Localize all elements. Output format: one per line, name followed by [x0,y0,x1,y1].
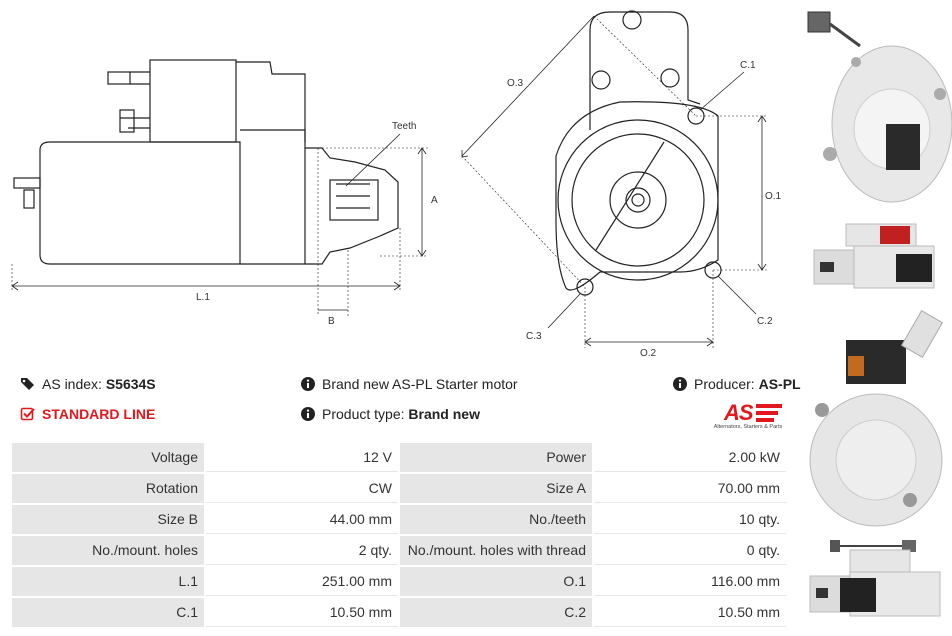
description: Brand new AS-PL Starter motor [300,376,518,392]
motor-body [39,141,241,265]
description-text: Brand new AS-PL Starter motor [322,376,518,392]
technical-drawing: Teeth A L.1 B [0,0,800,360]
table-row: Rotation CW Size A 70.00 mm [12,474,786,503]
logo-tagline: Alternators, Starters & Parts [713,424,783,430]
spec-label: No./mount. holes with thread [400,536,592,565]
spec-value: 0 qty. [594,536,786,565]
teeth-label: Teeth [392,121,416,132]
side-view [11,59,428,316]
starter-diagram-svg: Teeth A L.1 B [11,10,782,359]
product-photos [800,0,952,636]
o3-label: O.3 [507,78,524,89]
spec-value: 251.00 mm [206,567,398,596]
spec-label: C.2 [400,598,592,627]
spec-value: 70.00 mm [594,474,786,503]
product-type-value: Brand new [408,406,480,422]
spec-value: 2 qty. [206,536,398,565]
info-icon [301,407,315,421]
table-row: Size B 44.00 mm No./teeth 10 qty. [12,505,786,534]
o2-label: O.2 [640,348,657,359]
table-row: No./mount. holes 2 qty. No./mount. holes… [12,536,786,565]
product-photo-3[interactable] [800,310,952,530]
spec-label: L.1 [12,567,204,596]
spec-value: 10 qty. [594,505,786,534]
producer-label: Producer: [694,376,755,392]
producer-value: AS-PL [758,376,801,392]
spec-value: 2.00 kW [594,443,786,472]
c2-label: C.2 [757,316,773,327]
outer-ring [557,119,719,281]
spec-label: No./mount. holes [12,536,204,565]
product-photo-4[interactable] [800,534,952,634]
spec-value: CW [206,474,398,503]
spec-label: Voltage [12,443,204,472]
solenoid-outline [149,59,237,143]
logo-stripes-icon [756,404,782,422]
spec-value: 10.50 mm [594,598,786,627]
as-index-value: S5634S [105,376,156,392]
l1-label: L.1 [196,292,210,303]
spec-label: O.1 [400,567,592,596]
table-row: L.1 251.00 mm O.1 116.00 mm [12,567,786,596]
spec-label: No./teeth [400,505,592,534]
info-icon [673,377,687,391]
product-photo-2[interactable] [800,210,952,300]
size-a-label: A [431,195,438,206]
spec-label: Power [400,443,592,472]
spec-label: Size A [400,474,592,503]
front-view [461,10,768,348]
size-b-label: B [328,316,335,327]
specs-table: Voltage 12 V Power 2.00 kW Rotation CW S… [10,441,788,629]
info-icon [301,377,315,391]
table-row: Voltage 12 V Power 2.00 kW [12,443,786,472]
o1-label: O.1 [765,191,782,202]
tags-icon [21,378,34,390]
standard-line: STANDARD LINE [20,406,155,422]
pinion [329,179,379,221]
spec-value: 10.50 mm [206,598,398,627]
solenoid-housing [236,61,306,142]
c3-label: C.3 [526,331,542,342]
product-type: Product type: Brand new [300,406,480,422]
product-type-label: Product type: [322,406,405,422]
spec-value: 116.00 mm [594,567,786,596]
product-photo-1[interactable] [800,4,952,214]
as-index: AS index: S5634S [20,376,156,392]
top-flange [589,11,701,130]
spec-label: Rotation [12,474,204,503]
as-index-label: AS index: [42,376,102,392]
table-row: C.1 10.50 mm C.2 10.50 mm [12,598,786,627]
spec-value: 44.00 mm [206,505,398,534]
check-square-icon [20,407,35,421]
logo-mark: AS [724,400,754,425]
spec-label: C.1 [12,598,204,627]
standard-line-text: STANDARD LINE [42,406,156,422]
c1-label: C.1 [740,60,756,71]
front-housing [555,101,719,291]
spec-label: Size B [12,505,204,534]
spec-value: 12 V [206,443,398,472]
drive-nose [305,147,399,265]
as-pl-logo: AS Alternators, Starters & Parts [700,400,796,434]
producer: Producer: AS-PL [672,376,801,392]
